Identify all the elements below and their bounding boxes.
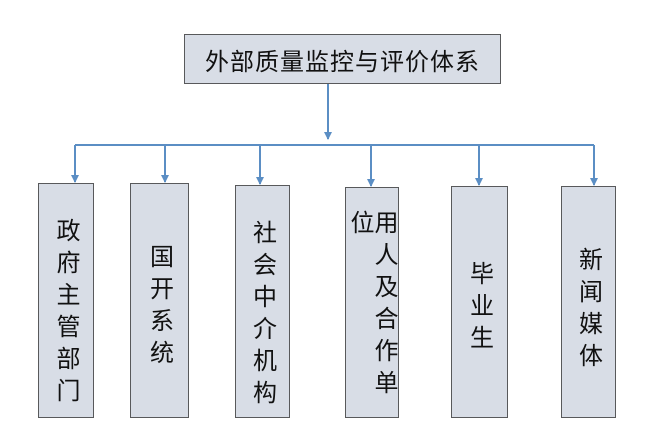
child-node-employers: 用人及合作单位 (345, 187, 399, 418)
child-node-media: 新闻媒体 (561, 186, 616, 418)
child-node-graduates: 毕业生 (451, 186, 508, 418)
child-node-label: 用人及合作单位 (346, 210, 398, 402)
child-node-label: 新闻媒体 (574, 247, 603, 375)
child-node-intermediary: 社会中介机构 (235, 185, 290, 418)
root-node-label: 外部质量监控与评价体系 (205, 47, 480, 76)
child-node-open-university: 国开系统 (130, 183, 189, 418)
child-node-label: 国开系统 (145, 244, 174, 372)
child-node-label: 政府主管部门 (52, 218, 80, 410)
child-node-label: 社会中介机构 (248, 220, 277, 412)
child-node-label: 毕业生 (465, 261, 494, 357)
child-node-government: 政府主管部门 (38, 183, 94, 418)
root-node: 外部质量监控与评价体系 (184, 34, 501, 84)
